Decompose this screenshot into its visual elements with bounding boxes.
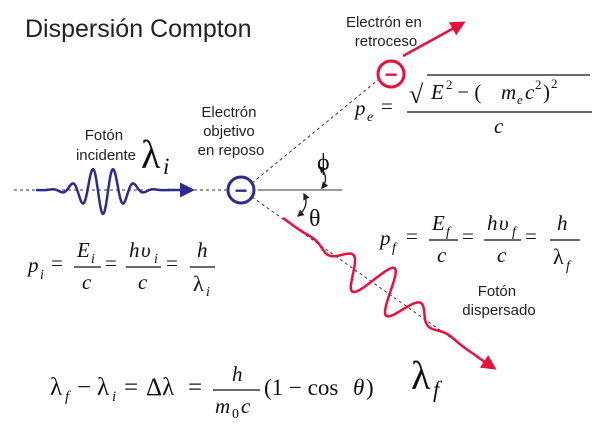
svg-text:λ: λ [553,244,564,269]
svg-text:p: p [353,96,366,120]
svg-text:2: 2 [551,76,558,91]
svg-text:e: e [367,110,373,125]
svg-text:λ: λ [97,374,109,401]
svg-text:c: c [497,243,507,267]
svg-text:θ: θ [353,375,364,400]
svg-text:h: h [232,362,243,386]
lambda-i-symbol: λ i [141,132,169,179]
lambda-f-symbol: λ f [411,353,443,402]
scattered-arrow [475,354,497,370]
compton-shift-equation: λ f − λ i = Δλ = h m 0 c (1 − cos θ ) [50,362,374,422]
svg-text:(1 − cos: (1 − cos [264,375,338,400]
svg-text:2: 2 [535,77,542,92]
svg-text:f: f [392,241,398,256]
svg-text:E: E [431,211,445,235]
incident-momentum-equation: p i = E i c = h υ i c = h λ i [26,238,215,300]
svg-text:h: h [129,238,140,262]
svg-text:f: f [65,389,71,405]
svg-text:=: = [188,374,202,401]
svg-text:=: = [381,94,393,118]
svg-text:E: E [430,80,444,104]
svg-text:λ: λ [141,132,161,177]
recoil-arrow [402,21,466,58]
svg-text:m: m [501,80,516,104]
scattered-photon-label: Fotón dispersado [462,283,535,319]
svg-text:c: c [138,270,148,294]
svg-text:c: c [241,394,251,418]
svg-text:f: f [512,225,518,240]
svg-text:i: i [206,285,210,300]
svg-text:=: = [105,251,117,275]
svg-text:i: i [91,252,95,267]
svg-text:=: = [406,224,418,248]
target-electron: − [226,175,256,205]
svg-text:f: f [446,225,452,240]
svg-text:i: i [112,389,116,405]
svg-text:c: c [82,270,92,294]
diagram-title: Dispersión Compton [25,15,252,43]
theta-angle-arc [296,192,310,217]
svg-text:h: h [197,238,208,262]
svg-text:e: e [517,92,523,107]
svg-text:p: p [26,253,39,277]
recoil-electron-label: Electrón en retroceso [346,14,426,50]
svg-text:m: m [215,394,230,418]
svg-text:=: = [124,374,138,401]
svg-text:): ) [366,375,374,400]
svg-text:√: √ [409,80,424,109]
svg-text:c: c [525,80,535,104]
svg-text:i: i [163,154,169,179]
svg-text:Δλ: Δλ [146,374,174,401]
svg-text:i: i [154,252,158,267]
svg-text:=: = [51,251,63,275]
scattered-photon-wave [282,217,480,359]
svg-text:=: = [462,224,474,248]
svg-text:f: f [433,377,443,402]
svg-text:=: = [525,224,537,248]
recoil-momentum-equation: p e = √ E 2 − ( m e c 2 ) 2 c [353,74,592,138]
svg-text:E: E [76,238,90,262]
svg-text:− (: − ( [452,80,481,104]
svg-text:c: c [494,114,504,138]
svg-text:υ: υ [499,211,509,235]
svg-text:c: c [437,243,447,267]
phi-angle-arc [319,165,329,190]
incident-photon-wave [36,167,170,216]
svg-text:h: h [487,211,498,235]
svg-text:υ: υ [141,238,151,262]
recoil-electron: − [376,59,406,89]
svg-text:h: h [557,211,568,235]
theta-symbol: θ [309,206,321,232]
svg-text:λ: λ [193,271,204,296]
svg-text:): ) [543,80,550,104]
svg-text:0: 0 [232,407,239,422]
svg-text:2: 2 [446,77,453,92]
incident-photon-label: Fotón incidente [76,127,136,164]
svg-text:−: − [77,374,91,401]
svg-text:λ: λ [411,353,431,398]
svg-text:f: f [566,259,572,274]
target-electron-sign: − [235,178,248,203]
recoil-electron-sign: − [385,62,398,87]
svg-text:=: = [166,251,178,275]
svg-text:p: p [378,226,391,250]
svg-text:λ: λ [50,374,62,401]
target-electron-label: Electrón objetivo en reposo [198,104,265,159]
phi-symbol: ϕ [317,150,330,176]
scattered-momentum-equation: p f = E f c = h υ f c = h λ f [378,211,580,274]
svg-text:i: i [40,268,44,283]
